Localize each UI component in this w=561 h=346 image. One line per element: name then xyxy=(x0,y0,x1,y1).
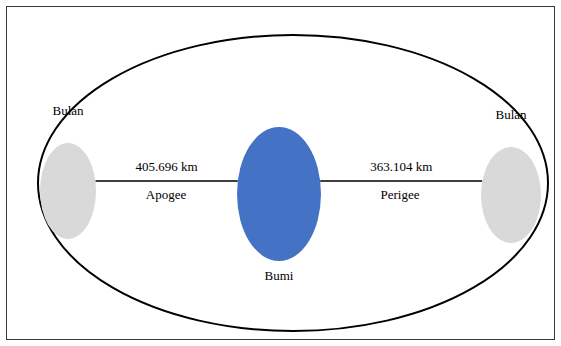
orbit-point-label: Perigee xyxy=(381,187,420,203)
moon-shape: Bulan xyxy=(481,147,541,243)
frame xyxy=(7,7,555,340)
shape-outline xyxy=(40,143,96,239)
body-label: Bulan xyxy=(495,107,526,123)
earth-shape: Bumi xyxy=(237,127,321,261)
distance-label: 405.696 km xyxy=(136,159,198,175)
orbit-ellipse xyxy=(38,35,548,331)
body-label: Bulan xyxy=(52,103,83,119)
shape-fill xyxy=(237,127,321,261)
shape-fill xyxy=(481,147,541,243)
shape-outline xyxy=(481,147,541,243)
distance-line xyxy=(95,180,237,182)
shape-fill xyxy=(40,143,96,239)
orbit-point-label: Apogee xyxy=(146,187,186,203)
moon-shape: Bulan xyxy=(40,143,96,239)
body-label: Bumi xyxy=(265,268,294,284)
distance-line xyxy=(320,180,482,182)
shape-outline xyxy=(237,127,321,261)
distance-label: 363.104 km xyxy=(370,159,432,175)
